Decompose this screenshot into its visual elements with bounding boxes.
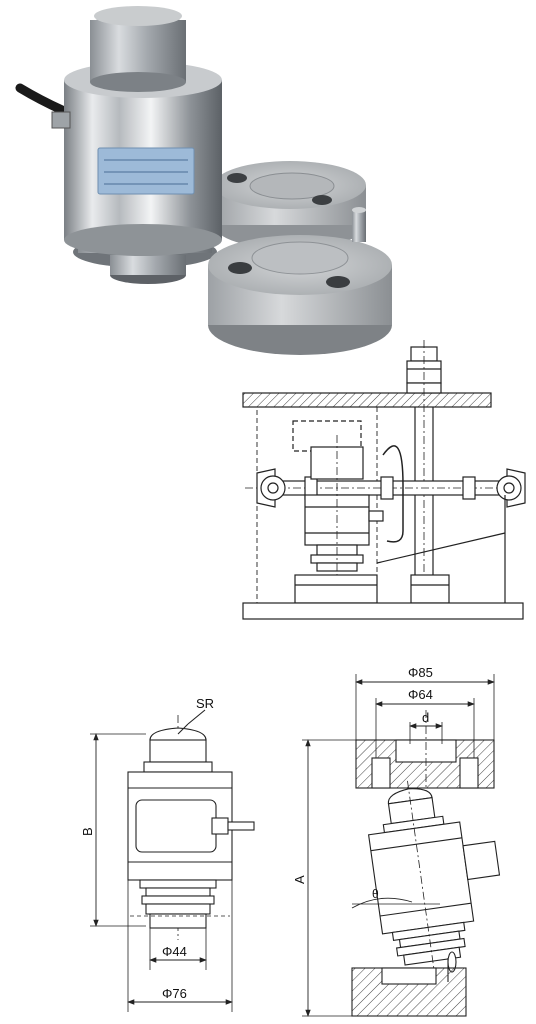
label-theta: θ	[372, 887, 379, 901]
dimension-drawings: SR B Φ44 Φ76	[0, 640, 536, 1019]
label-phi85: Φ85	[408, 665, 433, 680]
label-phi76: Φ76	[162, 986, 187, 1001]
left-eye	[256, 468, 286, 508]
label-a: A	[292, 875, 307, 884]
top-plate	[242, 392, 492, 408]
label-b: B	[80, 827, 95, 836]
right-eye	[496, 468, 526, 508]
load-cell-body	[51, 6, 222, 284]
mounting-disc-front	[208, 207, 392, 355]
nameplate	[97, 147, 195, 195]
label-phi44: Φ44	[162, 944, 187, 959]
cable	[15, 83, 73, 123]
load-cell-drawing	[304, 435, 384, 605]
installation-drawing	[235, 335, 535, 635]
base-plate	[242, 602, 524, 620]
label-sr: SR	[196, 696, 214, 711]
load-cell-photo	[0, 0, 420, 365]
top-bolt	[406, 346, 442, 394]
tilted-view	[302, 674, 501, 1017]
label-d: d	[422, 710, 429, 725]
front-view	[90, 709, 255, 1012]
label-phi64: Φ64	[408, 687, 433, 702]
bottom-mount	[294, 574, 378, 604]
